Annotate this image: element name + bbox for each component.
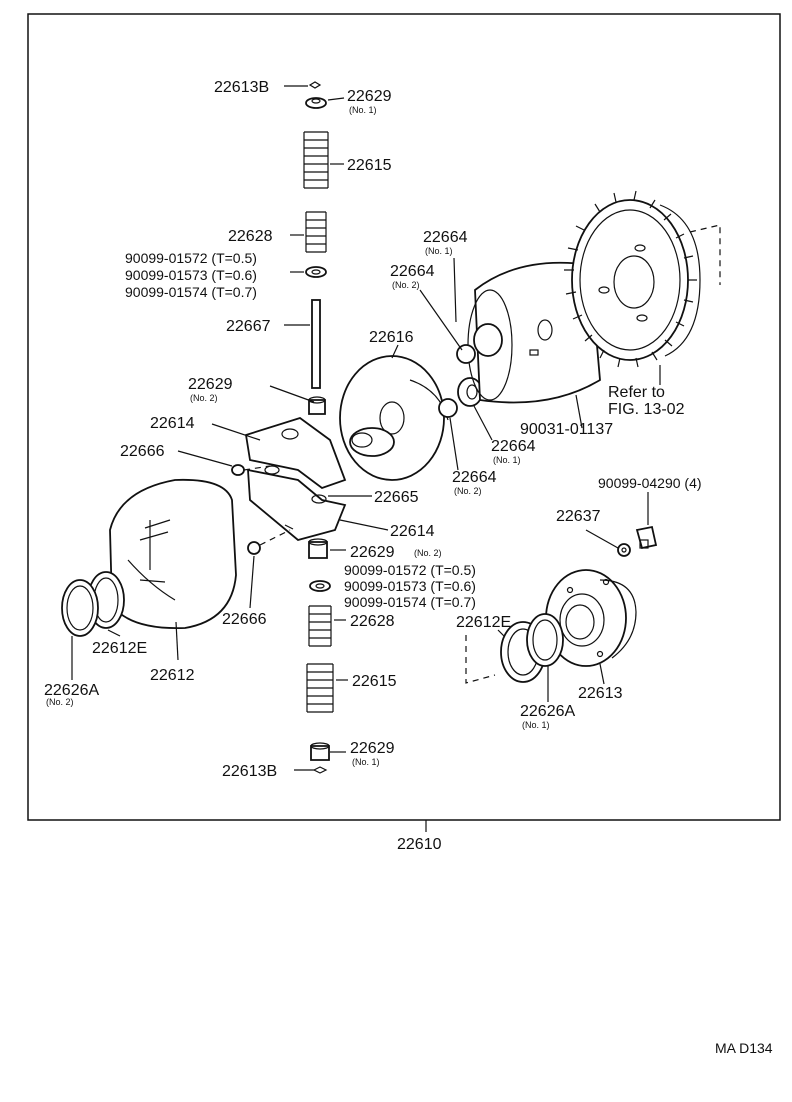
part-22613b-top-clip xyxy=(308,81,322,89)
part-22628-top-spring xyxy=(305,211,327,253)
part-22612-housing xyxy=(109,478,237,630)
assembly-number: 22610 xyxy=(397,836,442,853)
part-drive-gear xyxy=(564,190,701,368)
label-22616: 22616 xyxy=(369,329,414,346)
part-22615-top-spring xyxy=(303,131,329,189)
label-22629-mid-sub: (No. 2) xyxy=(190,393,218,403)
label-22613: 22613 xyxy=(578,685,623,702)
refer-note-line1: Refer to xyxy=(608,384,665,401)
label-22664-a-sub: (No. 1) xyxy=(425,246,453,256)
label-22664-c: 22664 xyxy=(491,438,536,455)
label-shim-top-3: 90099-01574 (T=0.7) xyxy=(125,284,257,300)
label-22664-d-sub: (No. 2) xyxy=(454,486,482,496)
part-90099-04290-bolt xyxy=(635,525,658,550)
refer-note-line2: FIG. 13-02 xyxy=(608,401,685,418)
label-22629-mid: 22629 xyxy=(188,376,233,393)
assembly-frame xyxy=(27,13,781,821)
part-22664-bushing-small-left xyxy=(438,398,458,418)
label-22664-a: 22664 xyxy=(423,229,468,246)
label-22614-top: 22614 xyxy=(150,415,195,432)
label-22612: 22612 xyxy=(150,667,195,684)
gear-refer-dashed-bracket xyxy=(689,224,721,285)
dash-22612e-right xyxy=(465,635,496,684)
part-22626a-right-snapring xyxy=(526,613,564,667)
label-22629-low: 22629 xyxy=(350,544,395,561)
label-22615-low: 22615 xyxy=(352,673,397,690)
part-22616-flange xyxy=(339,355,449,481)
label-22626a-left: 22626A xyxy=(44,682,99,699)
part-22666-low-bushing xyxy=(247,541,261,555)
label-90099-04290: 90099-04290 (4) xyxy=(598,475,702,491)
part-22626a-left-snapring xyxy=(61,579,99,637)
label-22612e-left: 22612E xyxy=(92,640,147,657)
label-22615-top: 22615 xyxy=(347,157,392,174)
label-shim-top-1: 90099-01572 (T=0.5) xyxy=(125,250,257,266)
label-22629-bottom: 22629 xyxy=(350,740,395,757)
label-22629-top: 22629 xyxy=(347,88,392,105)
part-22667-pin xyxy=(311,299,321,389)
part-shim-low-washer xyxy=(309,580,331,592)
part-22666-left-bushing xyxy=(231,464,245,476)
part-22629-top-cap xyxy=(305,97,327,109)
label-22637: 22637 xyxy=(556,508,601,525)
label-shim-low-2: 90099-01573 (T=0.6) xyxy=(344,578,476,594)
part-22614-bottom-weight xyxy=(247,465,347,541)
label-22626a-right: 22626A xyxy=(520,703,575,720)
label-22626a-right-sub: (No. 1) xyxy=(522,720,550,730)
label-22613b-top: 22613B xyxy=(214,79,269,96)
label-22666-left: 22666 xyxy=(120,443,165,460)
label-22629-low-sub: (No. 2) xyxy=(414,548,442,558)
label-22666-low: 22666 xyxy=(222,611,267,628)
label-22665: 22665 xyxy=(374,489,419,506)
part-22629-bottom-cap xyxy=(310,742,330,761)
label-22629-bottom-sub: (No. 1) xyxy=(352,757,380,767)
label-22629-top-sub: (No. 1) xyxy=(349,105,377,115)
label-22628-top: 22628 xyxy=(228,228,273,245)
label-22612e-right: 22612E xyxy=(456,614,511,631)
figure-code: MA D134 xyxy=(715,1040,773,1056)
label-shim-top-2: 90099-01573 (T=0.6) xyxy=(125,267,257,283)
label-90031-01137: 90031-01137 xyxy=(520,421,613,438)
part-22664-bushing-mid xyxy=(457,377,483,407)
part-22614-top-weight xyxy=(244,417,347,490)
dash-22666-left xyxy=(243,465,271,471)
part-22628-low-spring xyxy=(308,605,332,647)
label-22613b-bottom: 22613B xyxy=(222,763,277,780)
part-22615-low-spring xyxy=(306,663,334,713)
label-22664-c-sub: (No. 1) xyxy=(493,455,521,465)
part-shim-top-washer xyxy=(305,266,327,278)
part-22613b-bottom-clip xyxy=(312,766,328,774)
leader-lines xyxy=(71,85,661,771)
label-22626a-left-sub: (No. 2) xyxy=(46,697,74,707)
label-22664-d: 22664 xyxy=(452,469,497,486)
part-22629-low-cap xyxy=(308,538,328,559)
part-22637-washer xyxy=(617,543,631,557)
label-22664-b-sub: (No. 2) xyxy=(392,280,420,290)
label-shim-low-3: 90099-01574 (T=0.7) xyxy=(344,594,476,610)
label-shim-low-1: 90099-01572 (T=0.5) xyxy=(344,562,476,578)
part-90031-drum xyxy=(456,261,601,404)
label-22614-bottom: 22614 xyxy=(390,523,435,540)
part-22629-mid-cap xyxy=(308,396,326,415)
dash-22666-low xyxy=(259,529,291,546)
label-22664-b: 22664 xyxy=(390,263,435,280)
label-22667: 22667 xyxy=(226,318,271,335)
label-22628-low: 22628 xyxy=(350,613,395,630)
